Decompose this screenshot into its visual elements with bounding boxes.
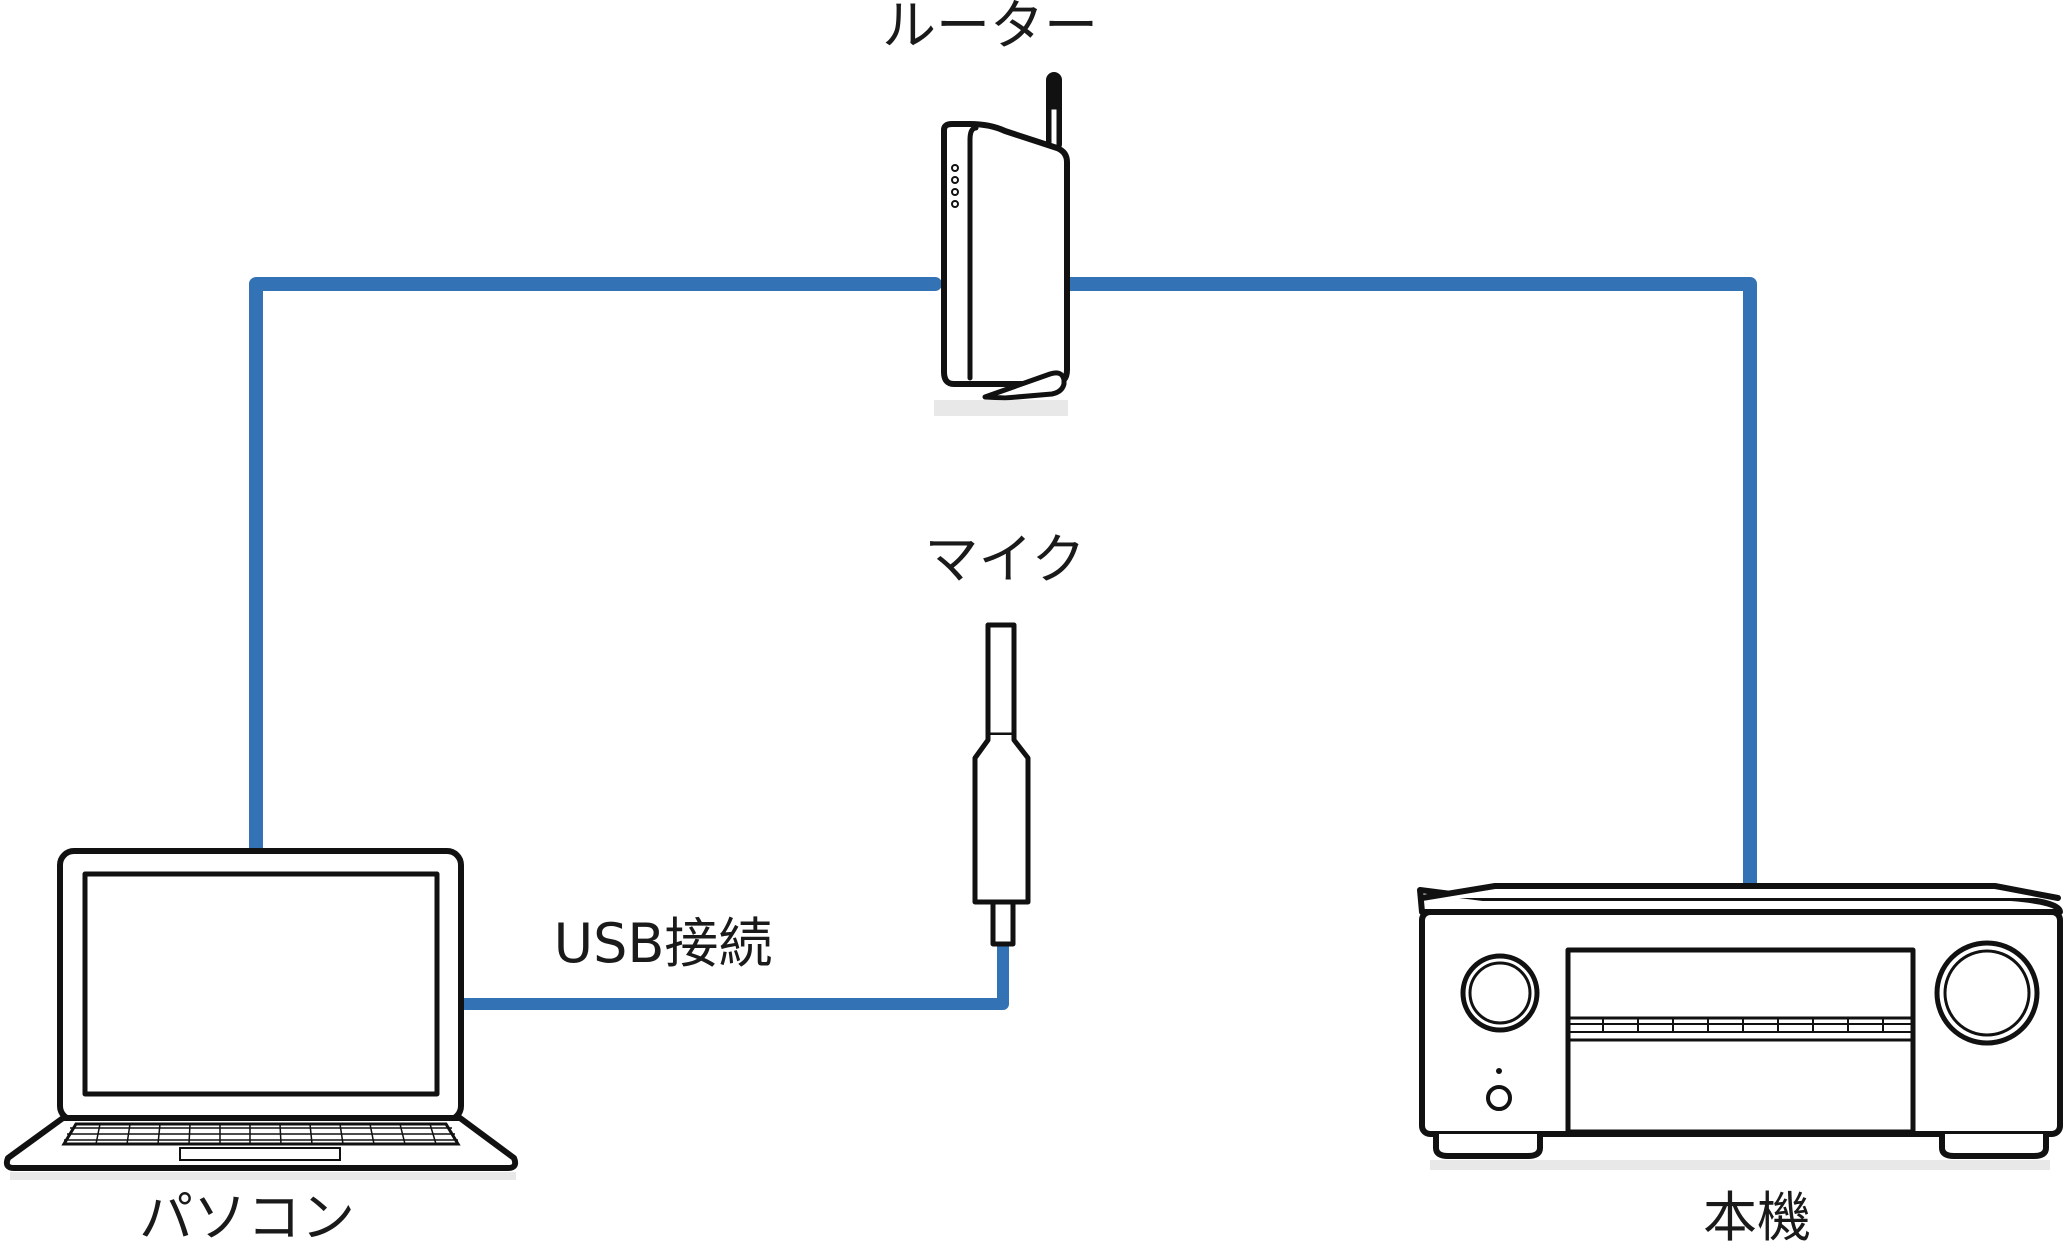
- usb-label: USB接続: [554, 912, 773, 975]
- mic-label: マイク: [925, 528, 1086, 591]
- cables: [249, 277, 1757, 1010]
- network-cable-pc: [249, 277, 942, 855]
- av-receiver-icon: [1417, 883, 2063, 1170]
- usb-cable: [459, 939, 1009, 1010]
- router-label: ルーター: [882, 0, 1098, 57]
- pc-label: パソコン: [139, 1186, 355, 1249]
- laptop-icon: [3, 848, 519, 1180]
- microphone-icon: [972, 622, 1031, 947]
- router-icon: [934, 72, 1070, 416]
- network-cable-receiver: [1053, 277, 1757, 892]
- receiver-label: 本機: [1703, 1186, 1811, 1249]
